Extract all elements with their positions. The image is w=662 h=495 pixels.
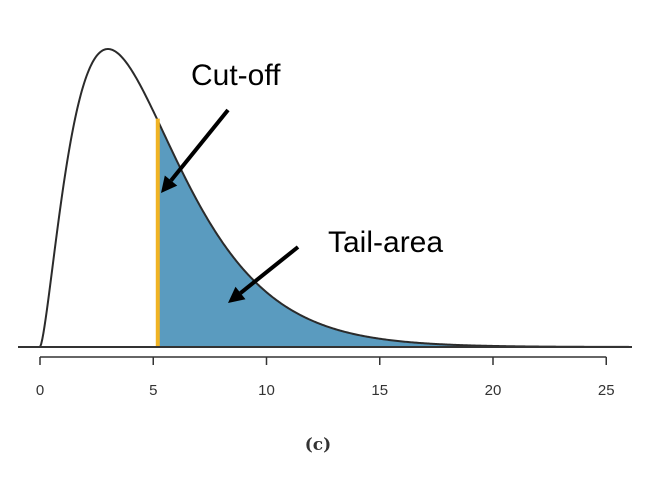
plot-area	[39, 47, 629, 348]
tail-area-region	[157, 120, 629, 347]
arrow-head	[161, 175, 178, 193]
annotations: Cut-off Tail-area	[161, 59, 443, 303]
x-tick-label: 5	[149, 382, 157, 399]
cutoff-annotation-label: Cut-off	[191, 59, 281, 92]
tail-area-annotation-label: Tail-area	[328, 226, 443, 259]
cutoff-arrow	[161, 108, 230, 193]
x-tick-label: 10	[258, 382, 275, 399]
x-tick-label: 20	[485, 382, 502, 399]
x-tick-label: 0	[36, 382, 44, 399]
density-curve	[39, 47, 629, 348]
x-axis-ticks: 0 5 10 15 20 25	[36, 357, 615, 399]
x-tick-label: 15	[371, 382, 388, 399]
arrow-shaft	[169, 108, 230, 182]
x-axis: 0 5 10 15 20 25	[18, 346, 632, 399]
x-tick-label: 25	[598, 382, 615, 399]
tail-area-arrow	[228, 245, 300, 303]
arrow-shaft	[239, 245, 300, 295]
arrow-head	[228, 286, 246, 303]
figure-caption: (c)	[305, 435, 331, 455]
